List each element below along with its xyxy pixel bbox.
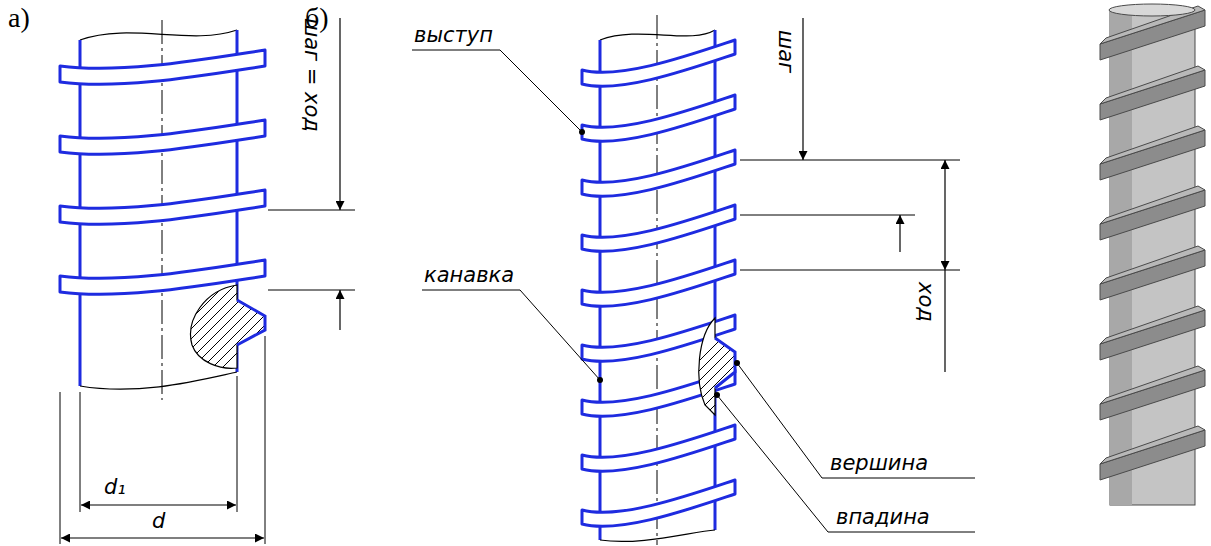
part-label: канавка (424, 265, 514, 286)
part-label: вершина (830, 453, 928, 474)
dimension-label: шаг (775, 30, 796, 73)
dimension-label: шаг = ход (301, 18, 322, 132)
dimension-label: d (152, 511, 165, 532)
part-label: впадина (836, 507, 930, 528)
part-label: выступ (414, 25, 493, 46)
dimension-label: ход (915, 282, 936, 322)
dimension-label: d₁ (104, 477, 126, 498)
figure-letter: а) (8, 4, 30, 32)
